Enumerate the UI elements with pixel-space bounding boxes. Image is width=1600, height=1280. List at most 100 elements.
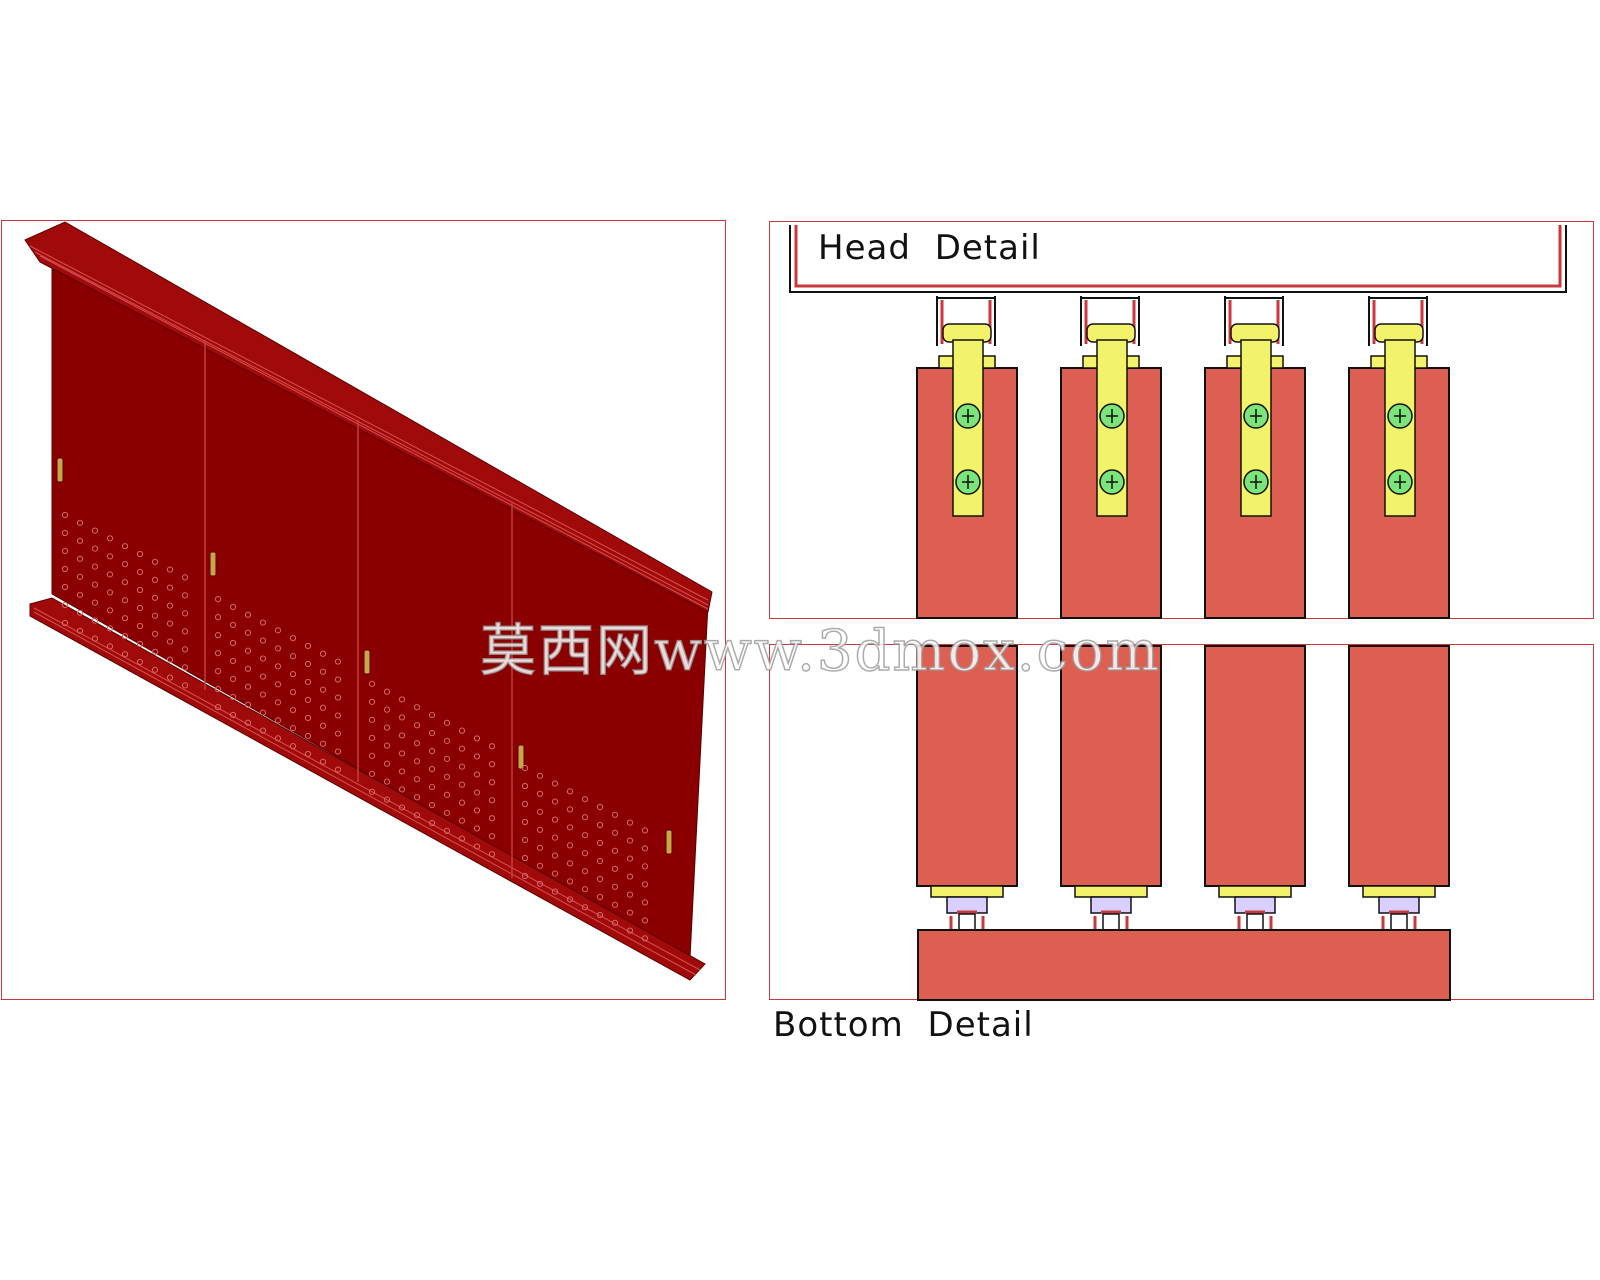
head-channel (789, 225, 1567, 293)
perforation-hole (259, 673, 267, 680)
door-panel-section (1204, 645, 1306, 887)
door-panel-section (1348, 645, 1450, 887)
perforation-hole (473, 771, 481, 778)
perforation-hole (473, 807, 481, 814)
perforation-hole (368, 788, 376, 795)
perforation-hole (121, 543, 129, 550)
perforation-hole (368, 716, 376, 723)
head-roller-unit (916, 296, 1018, 619)
bottom-base (917, 929, 1451, 1001)
perforation-hole (136, 640, 144, 648)
perforation-hole (611, 883, 619, 890)
perforation-hole (596, 893, 604, 901)
perforation-hole (76, 609, 84, 616)
perforation-hole (181, 646, 189, 653)
perforation-hole (106, 535, 114, 542)
perforation-hole (214, 614, 222, 621)
perforation-hole (319, 758, 327, 765)
perforation-hole (611, 919, 619, 926)
perforation-hole (334, 676, 342, 683)
perforation-hole (214, 704, 222, 711)
perforation-hole (581, 832, 589, 839)
perforation-hole (121, 615, 129, 622)
perforation-hole (259, 709, 267, 716)
watermark-text: 莫西网www.3dmox.com (479, 618, 1161, 685)
door-handle (517, 744, 525, 770)
perforation-hole (488, 851, 496, 858)
perforation-hole (521, 764, 529, 772)
perforation-hole (214, 596, 222, 603)
perforation-hole (91, 635, 99, 642)
perforation-hole (289, 725, 297, 732)
perforation-hole (61, 529, 69, 537)
door-handle (665, 829, 673, 855)
perforation-hole (259, 619, 267, 626)
perforation-hole (214, 686, 222, 693)
perforation-hole (611, 847, 619, 854)
perforation-hole (581, 850, 589, 857)
perforation-hole (319, 740, 327, 747)
perforation-hole (136, 622, 144, 630)
perforation-hole (334, 730, 342, 737)
perforation-hole (443, 755, 451, 762)
perforation-hole (304, 642, 312, 650)
perforation-hole (596, 911, 604, 919)
perforation-hole (334, 712, 342, 719)
perforation-hole (244, 683, 252, 690)
perforation-hole (626, 837, 634, 844)
perforation-hole (244, 611, 252, 618)
perforation-hole (181, 682, 189, 689)
perforation-hole (61, 547, 69, 555)
perforation-hole (304, 678, 312, 686)
perforation-hole (166, 584, 174, 591)
perforation-hole (626, 909, 634, 916)
perforation-hole (76, 627, 84, 634)
perforation-hole (304, 714, 312, 722)
perforation-hole (551, 780, 559, 787)
perforation-hole (136, 550, 144, 558)
perforation-hole (626, 873, 634, 880)
perforation-hole (626, 891, 634, 898)
bottom-guide-unit (1348, 645, 1450, 931)
perforation-hole (136, 586, 144, 594)
perforation-hole (566, 824, 574, 831)
perforation-hole (551, 870, 559, 877)
perforation-hole (626, 927, 634, 934)
perforation-hole (274, 717, 282, 724)
perforation-hole (136, 604, 144, 612)
perforation-hole (166, 620, 174, 627)
perforation-hole (289, 743, 297, 750)
head-roller-unit (1204, 296, 1306, 619)
perforation-hole (244, 665, 252, 672)
perforation-hole (413, 758, 421, 765)
perforation-hole (536, 862, 544, 869)
perforation-hole (458, 781, 466, 788)
perforation-hole (566, 842, 574, 849)
perforation-hole (428, 747, 436, 755)
perforation-hole (428, 783, 436, 791)
perforation-hole (166, 674, 174, 681)
perforation-hole (413, 704, 421, 711)
perforation-hole (244, 719, 252, 726)
perforation-hole (76, 591, 84, 598)
perforation-hole (259, 727, 267, 734)
perforation-hole (181, 628, 189, 635)
perforation-hole (91, 563, 99, 570)
perforation-hole (289, 671, 297, 678)
perforation-hole (274, 663, 282, 670)
perforation-hole (368, 752, 376, 759)
perforation-hole (121, 579, 129, 586)
perforation-hole (488, 797, 496, 804)
perforation-hole (274, 735, 282, 742)
perforation-hole (413, 776, 421, 783)
perforation-hole (304, 750, 312, 758)
perforation-hole (274, 645, 282, 652)
perforation-hole (596, 803, 604, 811)
perforation-hole (244, 629, 252, 636)
perforation-hole (521, 800, 529, 808)
perforation-hole (259, 637, 267, 644)
perforation-hole (521, 836, 529, 844)
perforation-hole (289, 653, 297, 660)
perforation-hole (641, 845, 649, 852)
